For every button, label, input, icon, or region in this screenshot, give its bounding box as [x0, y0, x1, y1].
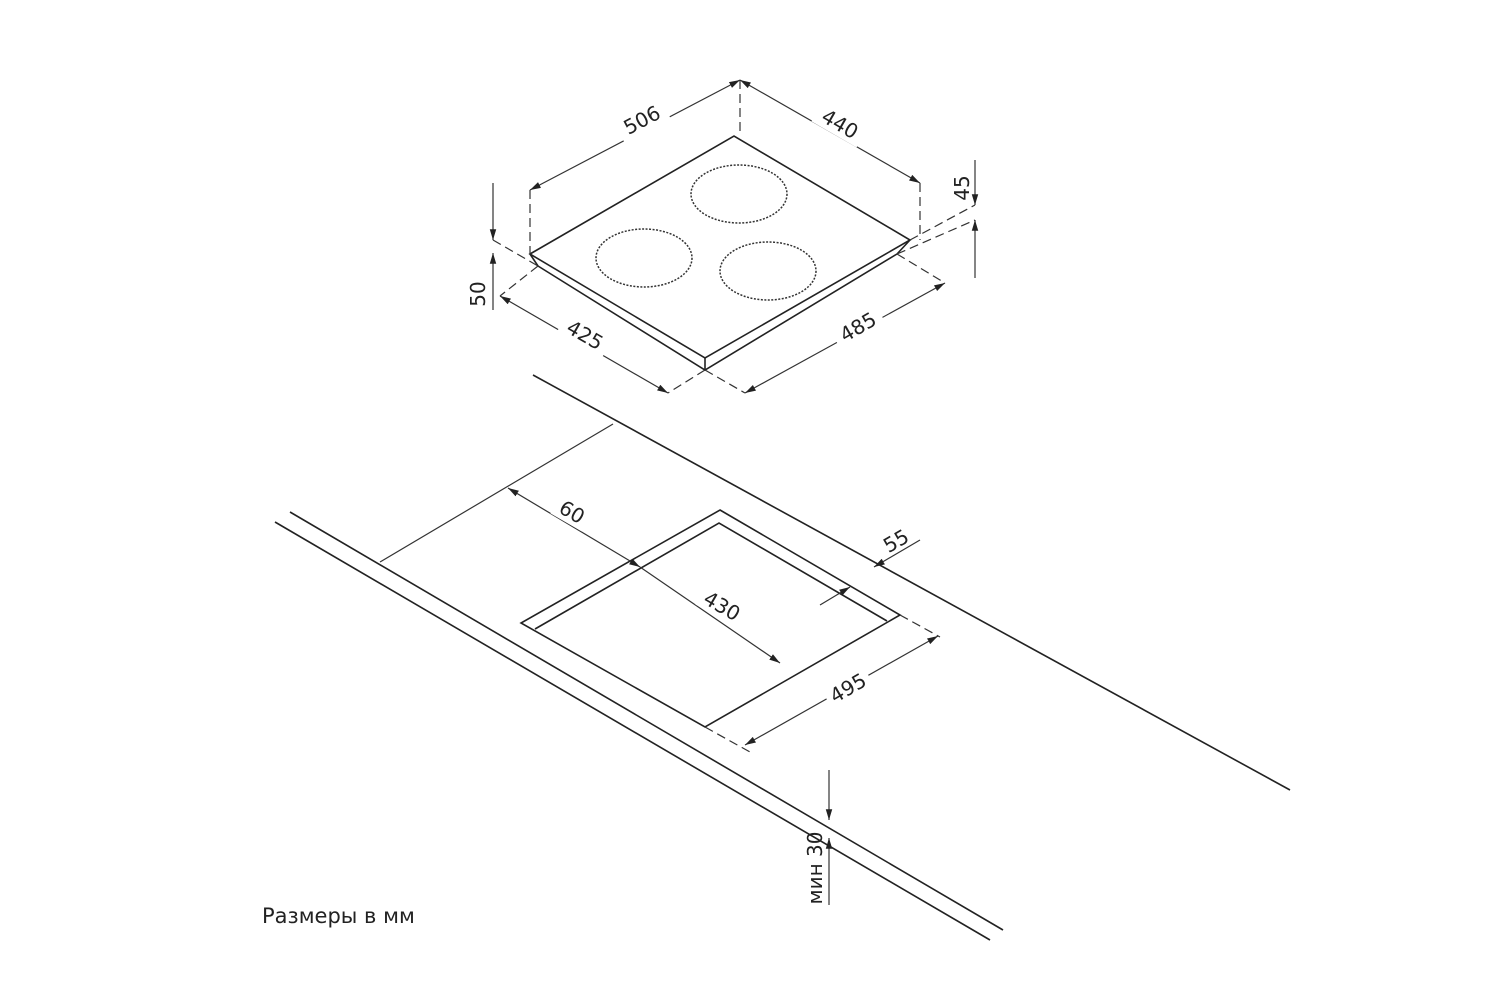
- burner-left: [595, 228, 693, 288]
- cutout-inner-edge: [534, 522, 888, 630]
- burner-right: [719, 241, 817, 301]
- units-note: Размеры в мм: [262, 904, 415, 928]
- hob: 506 440 45 50 425 485: [466, 79, 979, 394]
- countertop: 60 430 55 495 мин 30: [274, 374, 1291, 941]
- burner-back: [690, 164, 788, 224]
- dim-min-30-label: мин 30: [803, 832, 827, 905]
- dim-45-label: 45: [950, 175, 974, 200]
- dim-55-label: 55: [879, 524, 913, 558]
- dim-50-label: 50: [466, 281, 490, 306]
- countertop-back-edge: [532, 374, 1291, 791]
- countertop-front-edge-bottom: [274, 521, 991, 941]
- countertop-front-edge-top: [289, 511, 1004, 931]
